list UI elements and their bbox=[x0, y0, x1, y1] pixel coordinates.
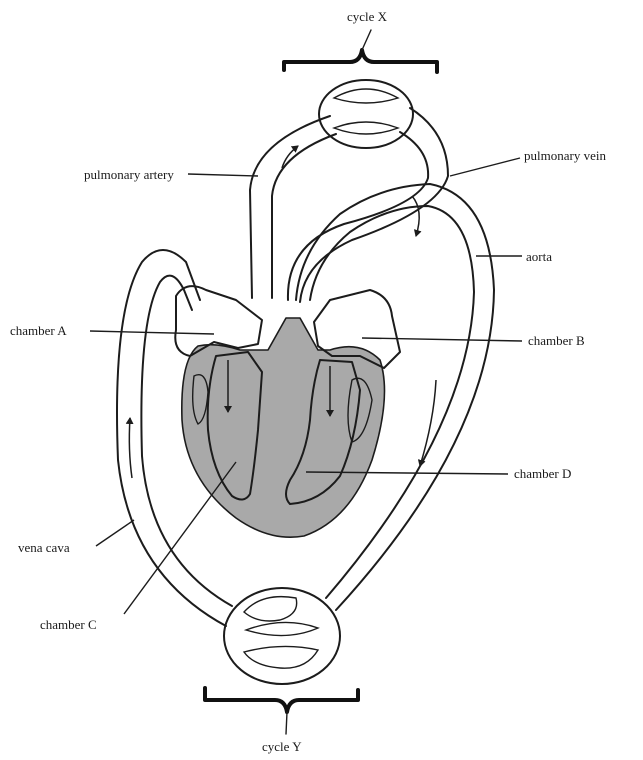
leader-chamber-b bbox=[362, 338, 522, 341]
label-chamber-b: chamber B bbox=[528, 333, 585, 348]
leader-pulmonary-vein bbox=[450, 158, 520, 176]
cycle-y-brace bbox=[205, 688, 358, 712]
label-chamber-a: chamber A bbox=[10, 323, 67, 338]
leader-vena-cava bbox=[96, 520, 134, 546]
pulmonary-artery-vessel bbox=[250, 116, 336, 298]
lung-capillary-bed bbox=[319, 80, 413, 148]
cycle-y-stem bbox=[286, 712, 287, 734]
pulmonary-vein-vessel bbox=[288, 108, 448, 302]
label-aorta: aorta bbox=[526, 249, 552, 264]
label-chamber-d: chamber D bbox=[514, 466, 571, 481]
leader-pulmonary-artery bbox=[188, 174, 258, 176]
label-vena-cava: vena cava bbox=[18, 540, 70, 555]
label-cycle-x: cycle X bbox=[347, 9, 388, 24]
label-chamber-c: chamber C bbox=[40, 617, 97, 632]
label-pulmonary-vein: pulmonary vein bbox=[524, 148, 606, 163]
cycle-x-stem bbox=[362, 30, 371, 50]
leader-chamber-a bbox=[90, 331, 214, 334]
flow-arrow-vena-cava bbox=[129, 418, 132, 478]
leader-chamber-c bbox=[124, 462, 236, 614]
body-capillary-bed bbox=[224, 588, 340, 684]
label-cycle-y: cycle Y bbox=[262, 739, 302, 754]
cycle-x-brace bbox=[284, 50, 437, 72]
label-pulmonary-artery: pulmonary artery bbox=[84, 167, 174, 182]
flow-arrow-pulmonary-vein bbox=[412, 196, 419, 236]
flow-arrow-pulmonary-artery bbox=[282, 146, 298, 168]
